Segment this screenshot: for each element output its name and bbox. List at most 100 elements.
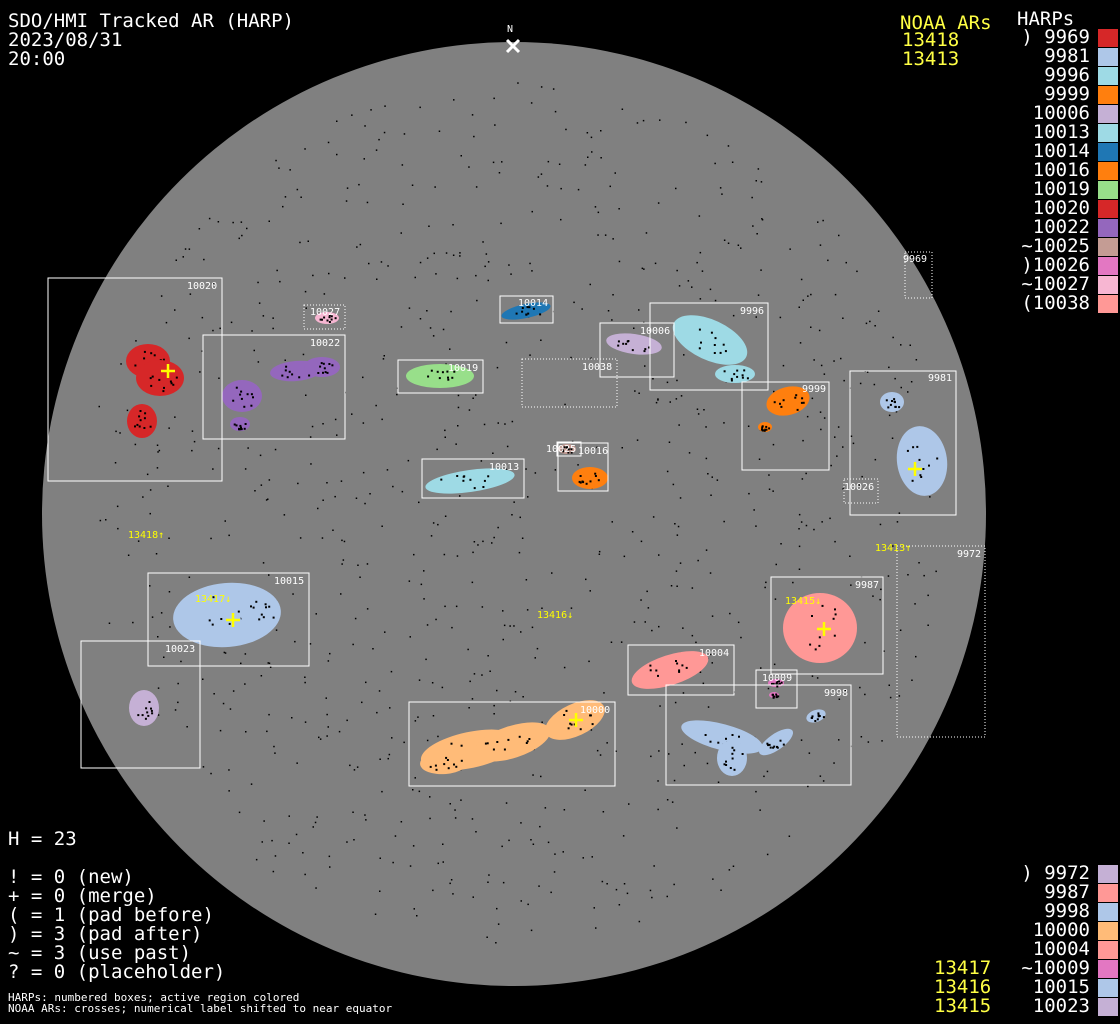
speckle xyxy=(349,764,351,767)
speckle xyxy=(276,269,278,272)
speckle xyxy=(403,133,406,135)
speckle xyxy=(158,449,161,452)
speckle xyxy=(764,586,766,589)
harp-legend-entry: 10013 xyxy=(980,123,1120,142)
speckle xyxy=(615,888,618,891)
harp-legend-entry: ) 9969 xyxy=(980,28,1120,47)
noaa-legend-entry: 13418 xyxy=(902,29,960,51)
speckle xyxy=(498,172,501,174)
speckle xyxy=(675,570,678,572)
active-region-speck xyxy=(486,742,489,745)
harp-legend-entry: 10019 xyxy=(980,180,1120,199)
speckle xyxy=(274,448,277,451)
speckle xyxy=(383,131,386,134)
speckle xyxy=(364,125,366,127)
speckle xyxy=(186,726,188,728)
harp-box xyxy=(770,576,884,675)
speckle xyxy=(434,186,436,188)
noaa-label: 13415↓ xyxy=(785,596,821,607)
speckle xyxy=(501,845,503,848)
speckle xyxy=(379,758,381,760)
speckle xyxy=(894,377,896,380)
active-region-speck xyxy=(567,727,570,730)
active-region-speck xyxy=(801,397,804,400)
speckle xyxy=(284,359,286,361)
speckle xyxy=(554,853,556,855)
speckle xyxy=(676,269,678,272)
active-region-speck xyxy=(145,707,148,710)
speckle xyxy=(800,278,803,281)
active-region-speck xyxy=(818,715,821,717)
active-region-speck xyxy=(243,427,246,430)
speckle xyxy=(570,356,572,359)
speckle xyxy=(326,713,328,716)
speckle xyxy=(880,588,882,591)
harp-color-swatch xyxy=(1098,29,1118,47)
speckle xyxy=(266,730,268,733)
speckle xyxy=(475,394,477,396)
active-region-speck xyxy=(455,765,458,768)
active-region-speck xyxy=(717,741,720,744)
active-region xyxy=(304,357,340,377)
harp-box-label: 10038 xyxy=(582,362,612,373)
active-region xyxy=(420,749,470,775)
speckle xyxy=(497,526,499,529)
speckle xyxy=(492,161,495,164)
active-region-speck xyxy=(143,350,146,353)
speckle xyxy=(284,196,287,198)
noaa-label: 13413↑ xyxy=(875,543,911,554)
harp-box xyxy=(521,358,618,408)
north-label: N xyxy=(507,24,514,35)
speckle xyxy=(365,819,367,821)
speckle xyxy=(346,841,348,843)
active-region xyxy=(896,426,948,496)
flag-count-line: ( = 1 (pad before) xyxy=(8,904,214,926)
speckle xyxy=(456,277,459,280)
harp-legend-entry: 9987 xyxy=(980,883,1120,902)
speckle xyxy=(117,527,119,530)
speckle xyxy=(554,469,557,471)
active-region-speck xyxy=(822,716,825,719)
speckle xyxy=(910,381,913,383)
speckle xyxy=(657,202,660,204)
speckle xyxy=(471,698,474,700)
active-region-speck xyxy=(298,376,301,379)
active-region-speck xyxy=(834,613,837,616)
noaa-crosses xyxy=(161,364,922,727)
speckle xyxy=(658,625,660,628)
speckle xyxy=(640,540,643,543)
active-region-speck xyxy=(250,393,253,396)
active-region-speck xyxy=(507,738,510,741)
active-region-speck xyxy=(887,406,890,409)
speckle xyxy=(268,713,270,716)
active-region-speck xyxy=(725,764,728,766)
speckle xyxy=(636,122,639,124)
speckle xyxy=(390,670,393,673)
speckle xyxy=(669,401,671,403)
speckle xyxy=(618,260,621,263)
active-region-speck xyxy=(733,373,736,376)
speckle xyxy=(805,524,808,527)
active-region-speck xyxy=(779,739,782,742)
speckle xyxy=(459,495,461,497)
speckle xyxy=(198,228,201,230)
speckle xyxy=(600,130,602,132)
speckle xyxy=(334,418,337,421)
active-region-speck xyxy=(163,386,165,389)
active-region-speck xyxy=(220,618,223,620)
harp-box xyxy=(421,458,525,499)
active-region-speck xyxy=(772,696,775,699)
speckle xyxy=(244,683,246,685)
active-region-speck xyxy=(144,717,147,720)
active-region xyxy=(758,728,794,756)
harp-color-swatch xyxy=(1098,979,1118,997)
speckle xyxy=(670,585,673,587)
speckle xyxy=(532,774,534,776)
speckle xyxy=(98,405,100,408)
speckle xyxy=(476,299,478,302)
speckle xyxy=(589,590,591,592)
speckle xyxy=(596,446,598,449)
active-region-speck xyxy=(291,373,294,376)
speckle xyxy=(359,576,361,578)
harp-legend-entry: 10020 xyxy=(980,199,1120,218)
